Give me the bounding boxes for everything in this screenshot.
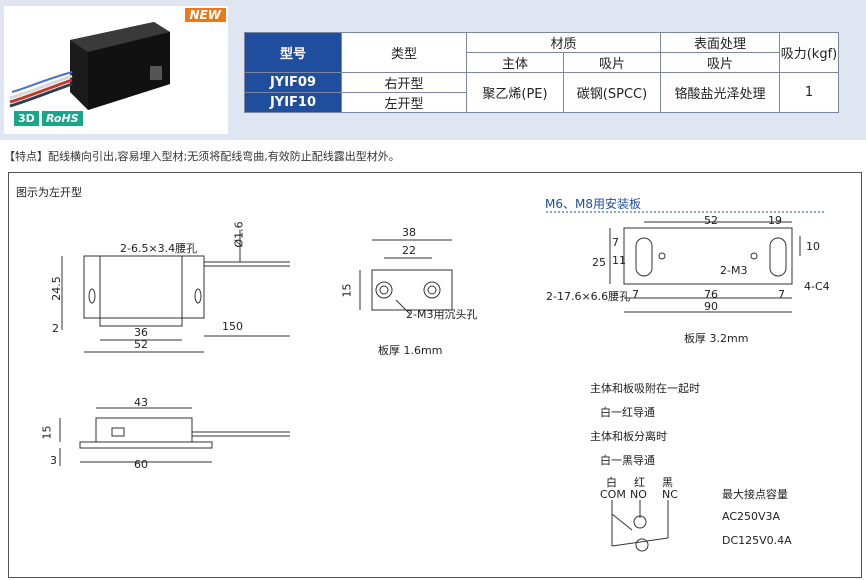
row-type-1: 左开型 [341,92,467,113]
contact-line-1: 主体和板吸附在一起时 [590,382,700,395]
spec-table: 型号 类型 材质 表面处理 吸力(kgf) 主体 吸片 吸片 JYIF09 右开… [244,32,839,113]
body-top-view [83,255,205,319]
m6-dim-10: 10 [806,240,820,253]
side-dim-43: 43 [134,396,148,409]
term-nc: NC [662,488,678,501]
wire-red: 红 [634,476,645,489]
feature-note: 【特点】配线横向引出,容易埋入型材;无须将配线弯曲,有效防止配线露出型材外。 [4,150,400,163]
row-model-1: JYIF10 [244,92,342,113]
force-value: 1 [779,72,839,113]
term-com: COM [600,488,626,501]
contact-line-2: 白一红导通 [600,406,655,419]
surface-treatment: 铬酸盐光泽处理 [660,72,780,113]
m6-dim-7b: 7 [632,288,639,301]
dim-36: 36 [134,326,148,339]
plate-material: 碳钢(SPCC) [563,72,661,113]
max-load-ac: AC250V3A [722,510,781,523]
side-dim-3: 3 [50,454,57,467]
dim-24-5: 24.5 [49,276,63,301]
magnet-switch-image [9,22,170,110]
row-model-0: JYIF09 [244,72,342,93]
contact-line-3: 主体和板分离时 [590,430,667,443]
m6-dim-7c: 7 [778,288,785,301]
th-model: 型号 [244,32,342,73]
tag-rohs: RoHS [42,111,83,126]
dim-150: 150 [222,320,243,333]
m6-thickness: 板厚 3.2mm [684,332,749,345]
m6-plate [623,227,793,285]
max-load-title: 最大接点容量 [722,488,788,501]
plate-view [371,269,453,311]
dim-2: 2 [52,322,59,335]
m6-slot: 2-17.6×6.6腰孔 [546,290,631,303]
m6-dim-11: 11 [612,254,626,267]
plate-hole-label: 2-M3用沉头孔 [406,308,478,321]
th-attract2: 吸片 [660,52,780,73]
m6-dim-19: 19 [768,214,782,227]
m6-dim-52: 52 [704,214,718,227]
th-force: 吸力(kgf) [779,32,839,73]
plate-dim-15: 15 [340,283,354,298]
m6-dim-7a: 7 [612,236,619,249]
slot-label: 2-6.5×3.4腰孔 [120,242,198,255]
side-dim-60: 60 [134,458,148,471]
new-badge: NEW [184,8,226,22]
plate-thickness: 板厚 1.6mm [378,344,443,357]
tag-3d: 3D [14,111,39,126]
product-photo: NEW 3D RoHS [4,6,228,134]
side-dim-15: 15 [40,425,54,440]
th-material: 材质 [466,32,661,53]
left-caption: 图示为左开型 [16,186,82,199]
m6-dim-76: 76 [704,288,718,301]
term-no: NO [630,488,647,501]
plate-dim-38: 38 [402,226,416,239]
max-load-dc: DC125V0.4A [722,534,792,547]
wire-white: 白 [606,476,617,489]
m6-dim-90: 90 [704,300,718,313]
m6-dim-25: 25 [592,256,606,269]
wire-black: 黑 [662,476,673,489]
th-surface: 表面处理 [660,32,780,53]
contact-line-4: 白一黑导通 [600,454,655,467]
m6-title: M6、M8用安装板 [545,197,641,211]
m6-c4: 4-C4 [804,280,830,293]
drawing-area [8,172,862,578]
dim-52: 52 [134,338,148,351]
m6-m3: 2-M3 [720,264,748,277]
plate-dim-22: 22 [402,244,416,257]
body-material: 聚乙烯(PE) [466,72,564,113]
dia-label: Ø1.6 [232,221,246,248]
body-side-view [95,417,193,443]
